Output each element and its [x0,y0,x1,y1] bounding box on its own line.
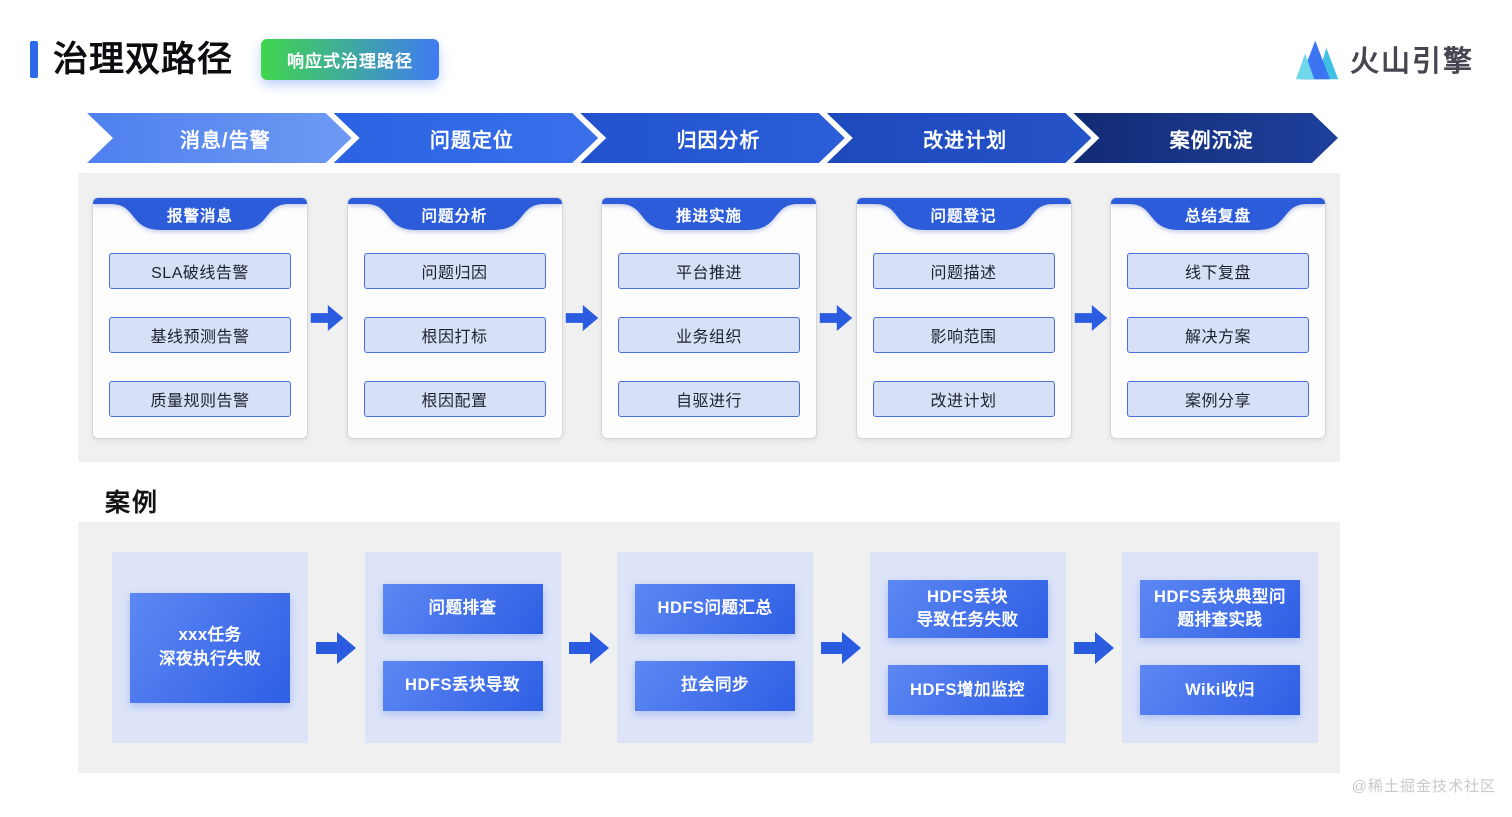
flow-item: 线下复盘 [1127,252,1309,289]
arrow-right-icon [1074,304,1108,331]
card-ribbon-label: 报警消息 [166,207,233,225]
flow-item: 影响范围 [872,316,1055,353]
card-ribbon [347,197,562,230]
stage-chevron-5: 案例沉淀 [1073,113,1338,163]
case-group-1: xxx任务深夜执行失败 [112,552,308,743]
arrow-right-icon [316,631,357,664]
page-title: 治理双路径 [53,39,234,79]
card-ribbon-label: 总结复盘 [1184,207,1251,225]
flow-item: 案例分享 [1127,380,1309,417]
volcano-engine-logo: 火山引擎 [1295,38,1474,80]
case-group-5: HDFS丢块典型问题排查实践 Wiki收归 [1122,552,1318,743]
flow-item: 平台推进 [618,252,800,289]
card-ribbon-label: 推进实施 [675,207,742,225]
case-box-line: HDFS丢块典型问 [1154,587,1286,606]
flow-item: 根因打标 [363,316,546,353]
case-box: HDFS丢块导致任务失败 [887,579,1048,639]
flow-card-3: 推进实施平台推进业务组织自驱进行 [601,196,817,439]
case-box-line: xxx任务 [178,626,242,645]
card-item-list: 线下复盘解决方案案例分享 [1111,252,1325,417]
flow-item: 基线预测告警 [109,316,291,353]
case-box: HDFS丢块导致 [382,661,543,711]
stage-row: 消息/告警 问题定位 归因分析 改进计划 案例沉淀 [87,113,1338,163]
case-group-2: 问题排查 HDFS丢块导致 [364,552,561,743]
card-ribbon [602,197,816,230]
case-box: HDFS增加监控 [887,665,1048,716]
stage-label: 改进计划 [923,129,1008,152]
case-box-line: HDFS问题汇总 [657,599,773,618]
arrow-right-icon [568,631,609,664]
header: 治理双路径 响应式治理路径 火山引擎 [30,36,1474,82]
card-ribbon [856,197,1071,230]
stage-label: 归因分析 [676,129,761,152]
card-item-list: SLA破线告警基线预测告警质量规则告警 [93,252,307,417]
flow-item: 改进计划 [872,380,1055,417]
case-box: xxx任务深夜执行失败 [130,592,290,703]
case-heading: 案例 [105,489,160,517]
case-box: 拉会同步 [635,661,795,711]
stage-chevron-3: 归因分析 [580,113,845,163]
stage-chevron-1: 消息/告警 [87,113,352,163]
case-box: Wiki收归 [1140,665,1300,716]
title-accent-bar [30,40,38,78]
case-box-line: 题排查实践 [1177,611,1263,629]
flow-card-5: 总结复盘线下复盘解决方案案例分享 [1110,196,1326,439]
flow-item: SLA破线告警 [109,252,291,289]
case-box: HDFS丢块典型问题排查实践 [1140,579,1300,639]
flow-item: 问题描述 [872,252,1055,289]
flow-item: 解决方案 [1127,316,1309,353]
case-box-line: HDFS增加监控 [910,680,1025,699]
stage-label: 案例沉淀 [1169,129,1254,152]
case-box-line: 拉会同步 [681,676,749,695]
stage-chevron-4: 改进计划 [827,113,1092,163]
case-box: HDFS问题汇总 [635,584,795,634]
flow-item: 问题归因 [363,252,546,289]
flow-item: 根因配置 [363,380,546,417]
card-ribbon [1111,197,1325,230]
arrow-right-icon [819,304,853,331]
watermark: @稀土掘金技术社区 [1351,778,1496,795]
flow-item: 质量规则告警 [109,380,291,417]
flow-item: 自驱进行 [618,380,800,417]
card-ribbon [93,197,307,230]
case-box-line: 深夜执行失败 [159,649,261,668]
card-item-list: 平台推进业务组织自驱进行 [602,252,816,417]
case-box-line: 问题排查 [428,599,497,618]
flow-card-2: 问题分析问题归因根因打标根因配置 [346,196,563,439]
case-box-line: 导致任务失败 [916,611,1019,629]
case-box: 问题排查 [382,584,543,634]
mountain-icon [1295,40,1339,80]
card-ribbon-label: 问题登记 [930,207,997,225]
flow-card-4: 问题登记问题描述影响范围改进计划 [855,196,1072,439]
case-group-4: HDFS丢块导致任务失败 HDFS增加监控 [869,552,1066,743]
case-box-line: HDFS丢块导致 [405,676,520,695]
card-ribbon-label: 问题分析 [421,207,488,225]
card-item-list: 问题描述影响范围改进计划 [857,252,1071,417]
responsive-path-badge: 响应式治理路径 [261,38,440,80]
stage-label: 问题定位 [429,129,514,152]
arrow-right-icon [1073,631,1114,664]
case-group-3: HDFS问题汇总拉会同步 [617,552,813,743]
arrow-right-icon [565,304,599,331]
case-box-line: Wiki收归 [1185,680,1255,699]
flow-item: 业务组织 [618,316,800,353]
arrow-right-icon [821,631,862,664]
arrow-right-icon [310,304,344,331]
flow-card-1: 报警消息 SLA破线告警基线预测告警质量规则告警 [92,196,308,439]
logo-text: 火山引擎 [1349,46,1474,78]
stage-chevron-2: 问题定位 [334,113,599,163]
case-panel: xxx任务深夜执行失败 问题排查 HDFS丢块导致 HDFS问题汇总拉会同步 HDFS丢… [78,522,1340,773]
case-box-line: HDFS丢块 [927,587,1008,606]
card-item-list: 问题归因根因打标根因配置 [348,252,562,417]
stage-label: 消息/告警 [180,129,271,152]
